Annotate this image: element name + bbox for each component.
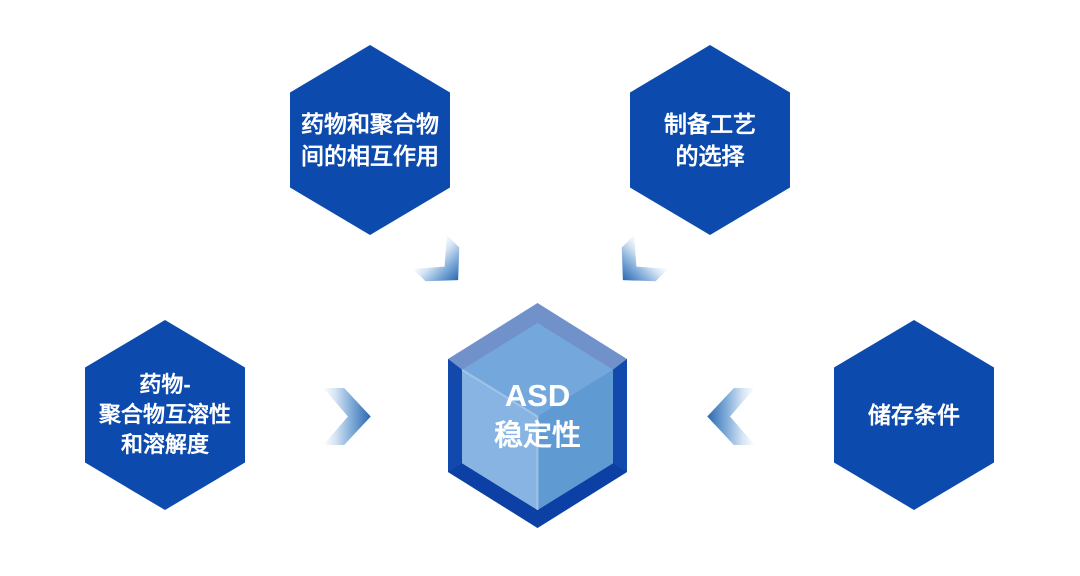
node-label-line: 聚合物互溶性 [98,402,231,427]
center-hexagon-cube [448,303,627,528]
hexagon-miscibility-solubility: 药物- 聚合物互溶性 和溶解度 [85,320,245,510]
node-label-line: 储存条件 [868,402,960,428]
node-label-line: 的选择 [675,143,745,169]
chevron-down-left-icon [621,234,669,282]
cube-right-face [537,369,613,510]
chevron-down-right-icon [412,234,460,282]
cube-edge-highlight [461,368,539,510]
node-label-line: 药物- [139,372,191,397]
node-label-line: 和溶解度 [120,432,209,457]
hexagon-process-selection: 制备工艺 的选择 [630,45,790,235]
hexagon-drug-polymer-interaction: 药物和聚合物 间的相互作用 [290,45,450,235]
node-label-line: 间的相互作用 [301,143,439,169]
hexagon-frame-bottom [448,359,627,528]
hexagon-frame-left-side [448,359,462,472]
chevron-left-icon [707,388,755,445]
hexagon-storage-conditions: 储存条件 [834,320,994,510]
node-label-line: 制备工艺 [664,111,756,137]
hexagon-frame-right-side [613,359,627,472]
chevron-right-icon [323,388,371,445]
node-label-line: 药物和聚合物 [301,111,439,137]
